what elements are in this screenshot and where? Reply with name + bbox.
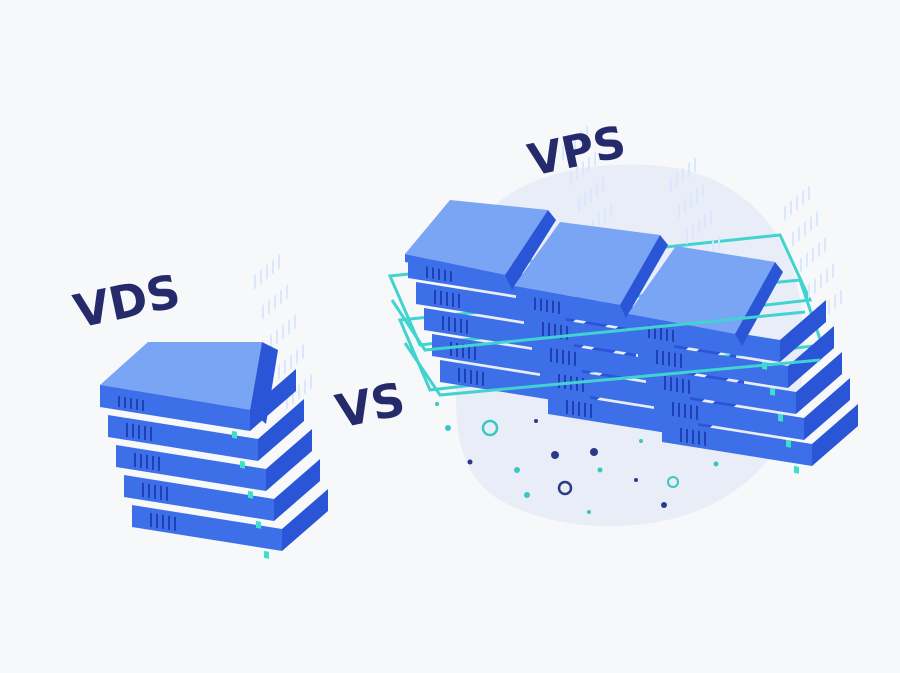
vds-server-stack: [100, 253, 328, 559]
vps-server-stack-middle: [514, 156, 744, 446]
vps-network-lines-front: [390, 299, 821, 397]
vs-label: VS: [331, 372, 409, 439]
vps-middle-server-top: [514, 222, 660, 305]
vds-server-top: [100, 342, 262, 410]
vps-server-stack-left: [405, 124, 636, 414]
particles: [435, 402, 719, 514]
vds-label: VDS: [69, 264, 185, 339]
vps-right-server-top: [628, 246, 775, 334]
vps-left-server-top: [405, 200, 548, 275]
vps-server-stack-right: [628, 184, 858, 474]
